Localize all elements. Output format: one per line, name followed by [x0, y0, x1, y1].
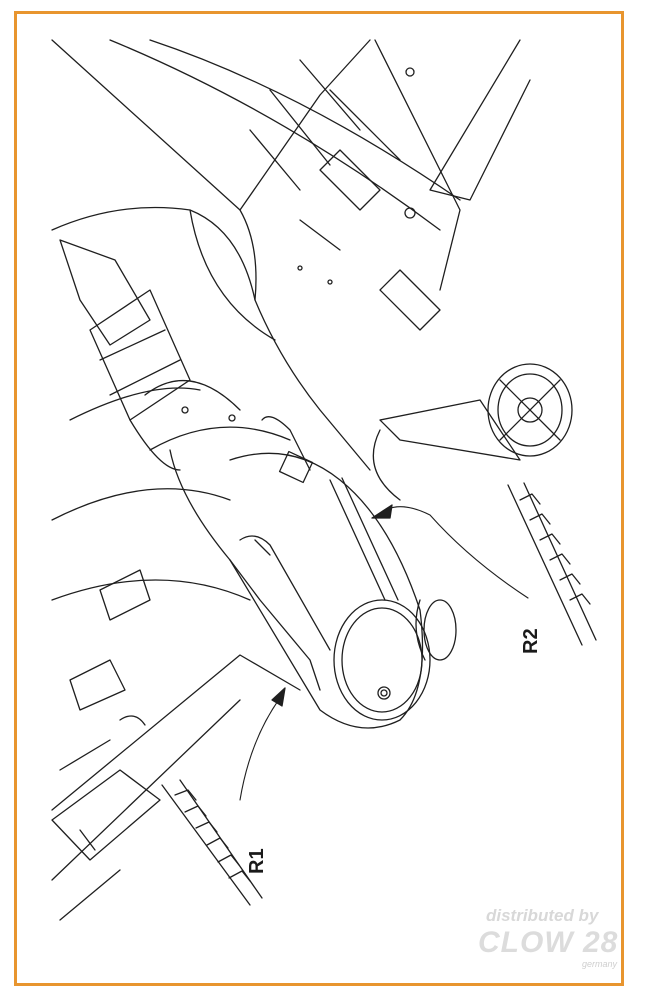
watermark-distributed-by: distributed by [486, 906, 599, 925]
watermark-logo: CLOW 28 [478, 926, 619, 959]
right-wing [51, 39, 531, 331]
callout-label-r2: R2 [520, 628, 542, 654]
part-r1 [161, 779, 263, 906]
tail-wheel [415, 599, 457, 661]
callout-arrows [239, 504, 529, 801]
callout-label-r1: R1 [246, 848, 268, 874]
part-r2 [507, 482, 597, 646]
fuselage [51, 206, 371, 471]
watermark-country: germany [582, 959, 618, 969]
engine-cowling [169, 416, 431, 729]
left-wing [51, 488, 301, 921]
landing-gear-wheel [372, 363, 573, 501]
